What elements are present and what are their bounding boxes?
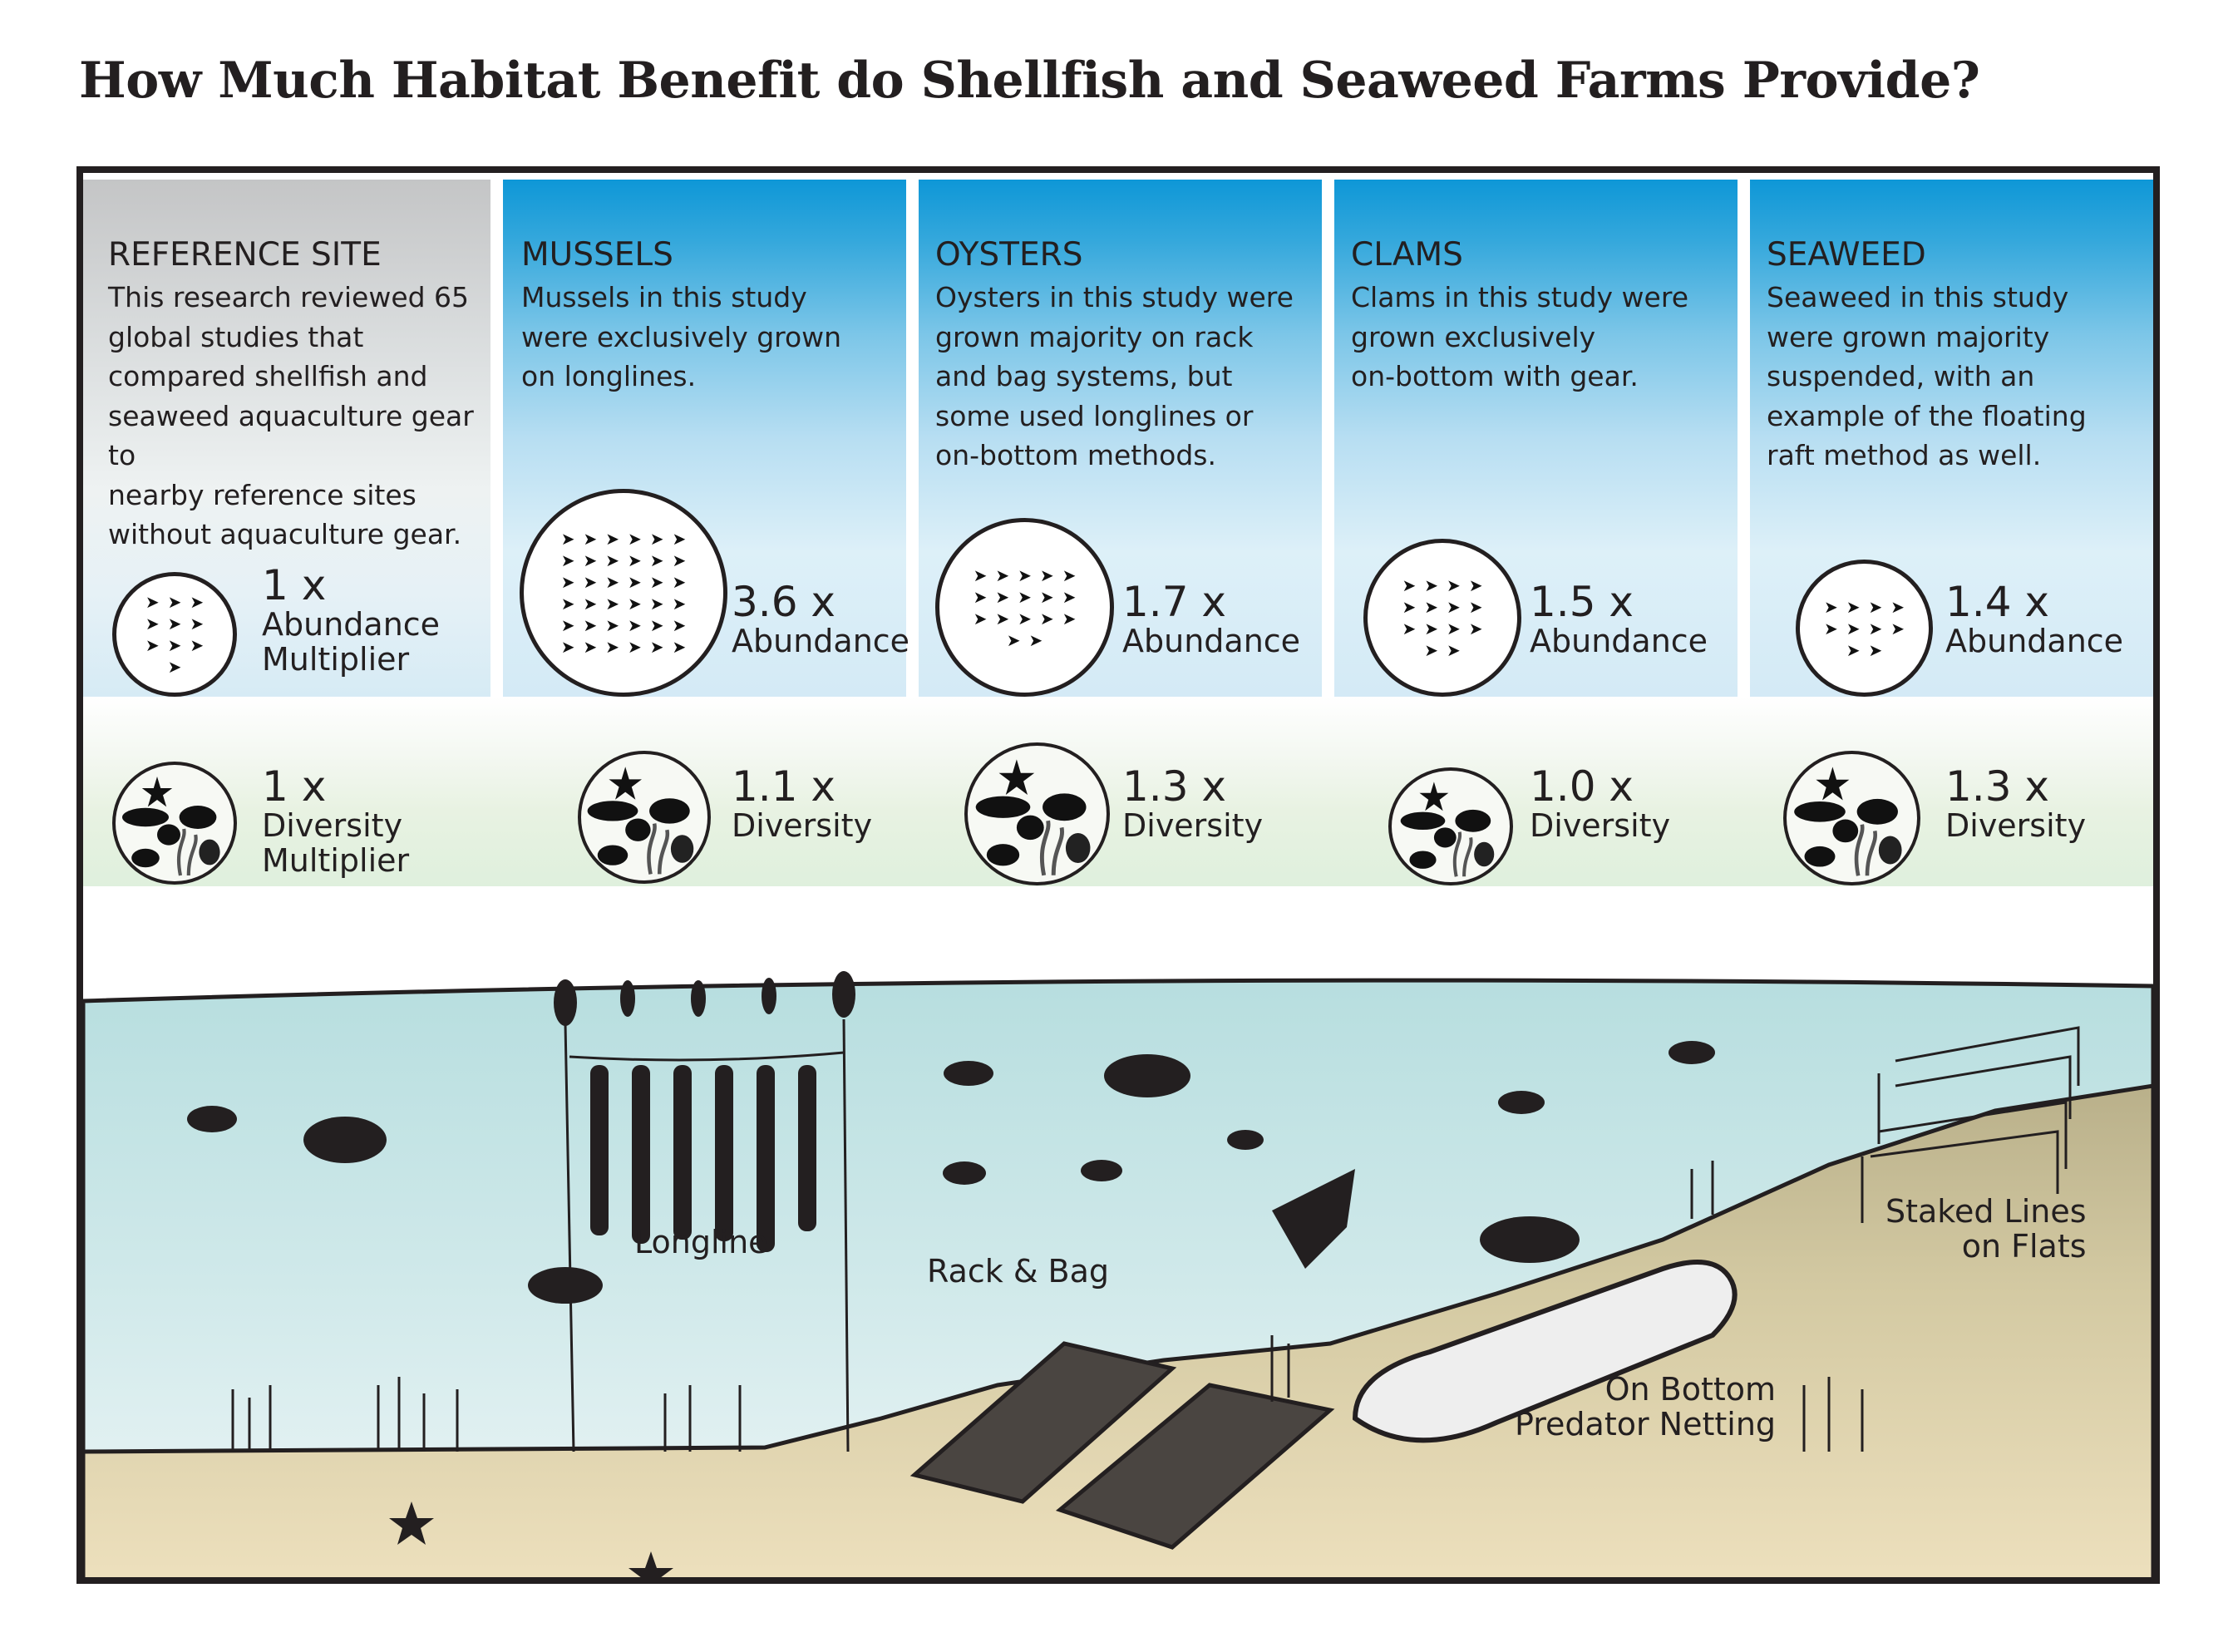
staked-lines-icon — [1861, 1026, 2080, 1223]
diversity-multiplier-clams: 1.0 x Diversity — [1530, 762, 1671, 844]
diversity-species-icon — [1783, 751, 1920, 885]
diversity-species-icon — [112, 762, 237, 885]
abundance-fish-icon: ➤➤➤➤➤➤➤➤➤➤➤➤➤➤ — [1363, 539, 1521, 697]
infographic-frame: REFERENCE SITE This research reviewed 65… — [76, 166, 2160, 1584]
diversity-species-icon — [1388, 767, 1513, 885]
abundance-fish-icon: ➤➤➤➤➤➤➤➤➤➤ — [1796, 560, 1933, 697]
column-heading: OYSTERS — [935, 236, 1083, 274]
rack-and-bag-label: Rack & Bag — [927, 1253, 1110, 1290]
column-heading: SEAWEED — [1767, 236, 1926, 274]
white-separator — [83, 886, 2153, 953]
column-heading: CLAMS — [1351, 236, 1463, 274]
longline-label: Longline — [634, 1224, 768, 1260]
column-description: Oysters in this study were grown majorit… — [935, 281, 1294, 471]
diversity-species-icon — [578, 751, 711, 884]
column-heading: MUSSELS — [521, 236, 673, 274]
abundance-multiplier-mussels: 3.6 x Abundance — [732, 578, 910, 659]
diversity-multiplier-seaweed: 1.3 x Diversity — [1945, 762, 2087, 844]
abundance-multiplier-reference: 1 x Abundance Multiplier — [262, 561, 441, 678]
diversity-multiplier-mussels: 1.1 x Diversity — [732, 762, 873, 844]
abundance-fish-icon: ➤➤➤➤➤➤➤➤➤➤ — [112, 572, 237, 697]
fish-icon — [187, 1041, 1715, 1304]
abundance-fish-icon: ➤➤➤➤➤➤➤➤➤➤➤➤➤➤➤➤➤➤➤➤➤➤➤➤➤➤➤➤➤➤➤➤➤➤➤➤ — [520, 489, 727, 697]
diversity-multiplier-oysters: 1.3 x Diversity — [1122, 762, 1264, 844]
column-oysters: OYSTERS Oysters in this study were grown… — [919, 180, 1322, 697]
starfish-icon — [272, 953, 1929, 1577]
predator-netting-icon — [1352, 1260, 1738, 1443]
column-description: Clams in this study were grown exclusive… — [1351, 281, 1688, 392]
longline-icon — [554, 971, 855, 1452]
staked-lines-on-flats-label: Staked Lines on Flats — [1885, 1193, 2087, 1265]
abundance-multiplier-oysters: 1.7 x Abundance — [1122, 578, 1301, 659]
page-title: How Much Habitat Benefit do Shellfish an… — [79, 52, 1980, 110]
underwater-farm-scene — [83, 953, 2153, 1577]
diversity-species-icon — [964, 742, 1110, 885]
column-description: This research reviewed 65 global studies… — [108, 281, 474, 550]
column-description: Seaweed in this study were grown majorit… — [1767, 281, 2087, 471]
column-description: Mussels in this study were exclusively g… — [521, 281, 842, 392]
diversity-multiplier-reference: 1 x Diversity Multiplier — [262, 762, 410, 879]
abundance-multiplier-clams: 1.5 x Abundance — [1530, 578, 1708, 659]
abundance-multiplier-seaweed: 1.4 x Abundance — [1945, 578, 2124, 659]
column-heading: REFERENCE SITE — [108, 236, 382, 274]
abundance-fish-icon: ➤➤➤➤➤➤➤➤➤➤➤➤➤➤➤➤➤ — [935, 518, 1114, 697]
rack-and-bag-icon — [909, 1341, 1335, 1550]
on-bottom-predator-netting-label: On Bottom Predator Netting — [1515, 1371, 1777, 1442]
seagrass-icon — [231, 1161, 1864, 1452]
